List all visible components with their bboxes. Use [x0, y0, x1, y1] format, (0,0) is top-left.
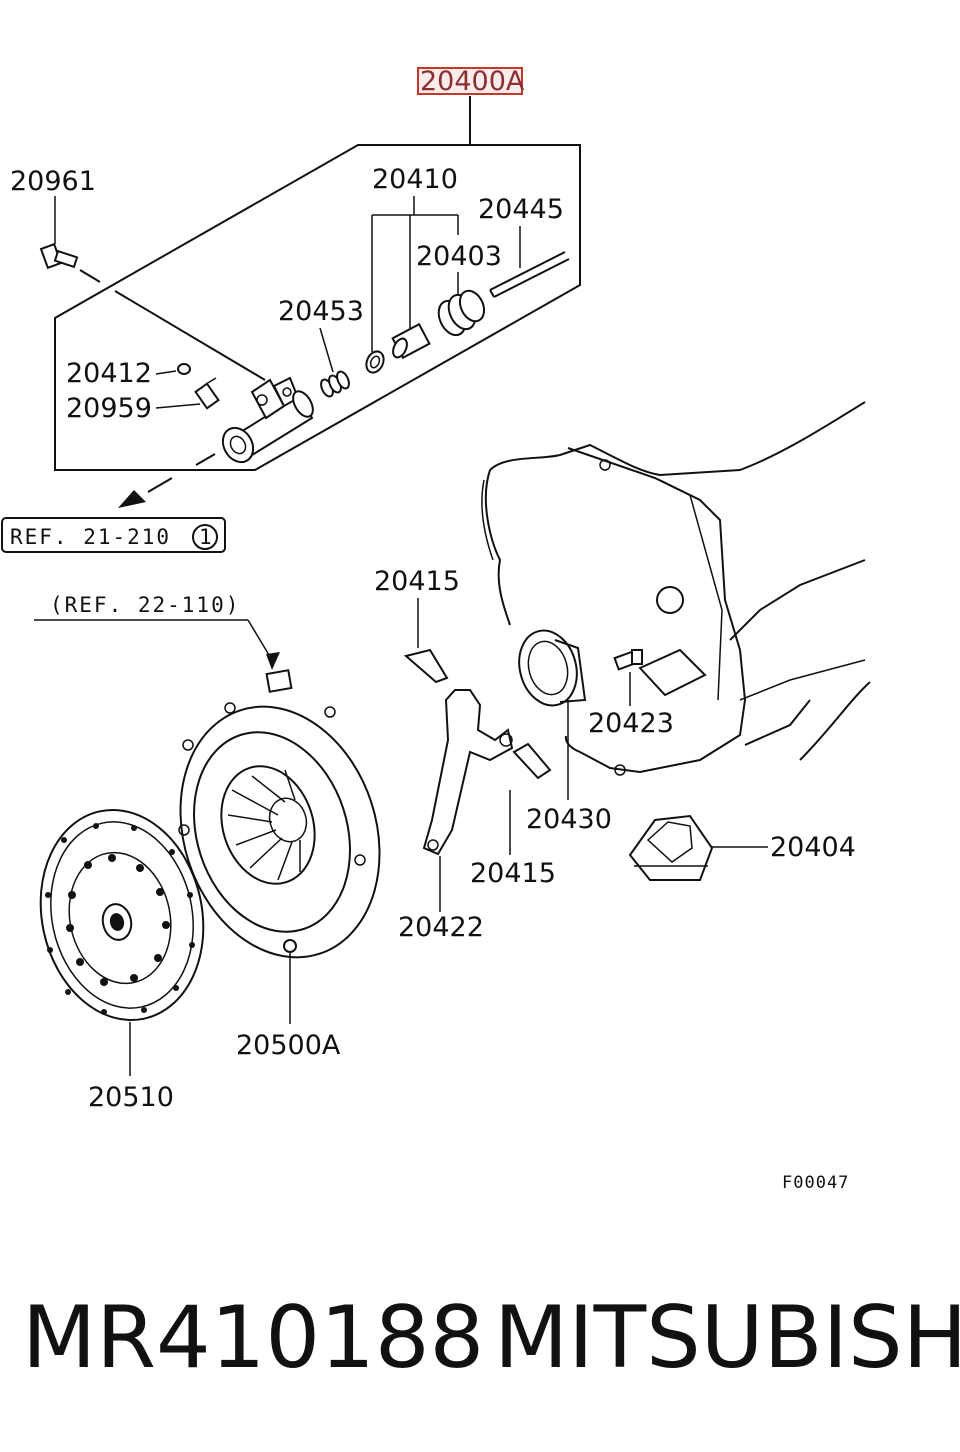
label-20959[interactable]: 20959 — [66, 393, 152, 424]
label-20445[interactable]: 20445 — [478, 194, 564, 225]
ref-label-21-210: REF. 21-210 — [10, 525, 171, 549]
ref-label-22-110[interactable]: (REF. 22-110) — [50, 593, 240, 617]
label-20510[interactable]: 20510 — [88, 1082, 174, 1113]
kit-outline — [54, 144, 581, 471]
clutch-disc-20510: 20510 — [39, 808, 205, 1113]
fork-boot-20404: 20404 — [628, 814, 856, 881]
release-bearing-20430: 20430 — [518, 629, 612, 835]
ref-circle-number: 1 — [199, 525, 214, 549]
transmission-housing — [481, 401, 871, 776]
label-20423[interactable]: 20423 — [588, 708, 674, 739]
seal-kit-20410: 20410 — [365, 164, 459, 374]
kit-box: 20400A — [54, 66, 581, 471]
arrow-down-left-icon — [118, 490, 146, 508]
clip-20415-b: 20415 — [470, 742, 556, 889]
figure-code: F00047 — [782, 1173, 849, 1193]
part-number: MR410188 — [22, 1288, 485, 1388]
label-20422[interactable]: 20422 — [398, 912, 484, 943]
bleeder-20412-20959: 20412 20959 — [66, 358, 220, 424]
label-20961[interactable]: 20961 — [10, 166, 96, 197]
label-20415-top[interactable]: 20415 — [374, 566, 460, 597]
label-20500A[interactable]: 20500A — [236, 1030, 341, 1061]
circled-number-icon — [192, 524, 218, 550]
bolt-20961: 20961 — [10, 166, 266, 381]
ref-box[interactable] — [1, 517, 226, 553]
bolt-20423: 20423 — [588, 649, 674, 739]
highlight-box — [417, 67, 523, 95]
label-20403[interactable]: 20403 — [416, 241, 502, 272]
clip-20415-a: 20415 — [374, 566, 460, 684]
label-20453[interactable]: 20453 — [278, 296, 364, 327]
ref-22-110: (REF. 22-110) — [34, 593, 293, 693]
release-fork-20422: 20422 — [398, 689, 514, 943]
inspection-window — [638, 648, 707, 697]
label-20404[interactable]: 20404 — [770, 832, 856, 863]
slave-cylinder-body — [195, 376, 314, 466]
label-20410[interactable]: 20410 — [372, 164, 458, 195]
label-20400A[interactable]: 20400A — [420, 66, 525, 97]
label-20430[interactable]: 20430 — [526, 804, 612, 835]
ref-21-210: REF. 21-210 1 — [1, 477, 226, 553]
label-20412[interactable]: 20412 — [66, 358, 152, 389]
boot-20403: 20403 — [416, 241, 502, 337]
spring-20453: 20453 — [278, 296, 364, 398]
footer-caption: MR410188 MITSUBISHI — [0, 1288, 960, 1398]
pushrod-20445: 20445 — [478, 194, 570, 298]
brand-name: MITSUBISHI — [494, 1288, 960, 1388]
pressure-plate-20500A: 20500A — [178, 702, 381, 1061]
label-20415-bottom[interactable]: 20415 — [470, 858, 556, 889]
